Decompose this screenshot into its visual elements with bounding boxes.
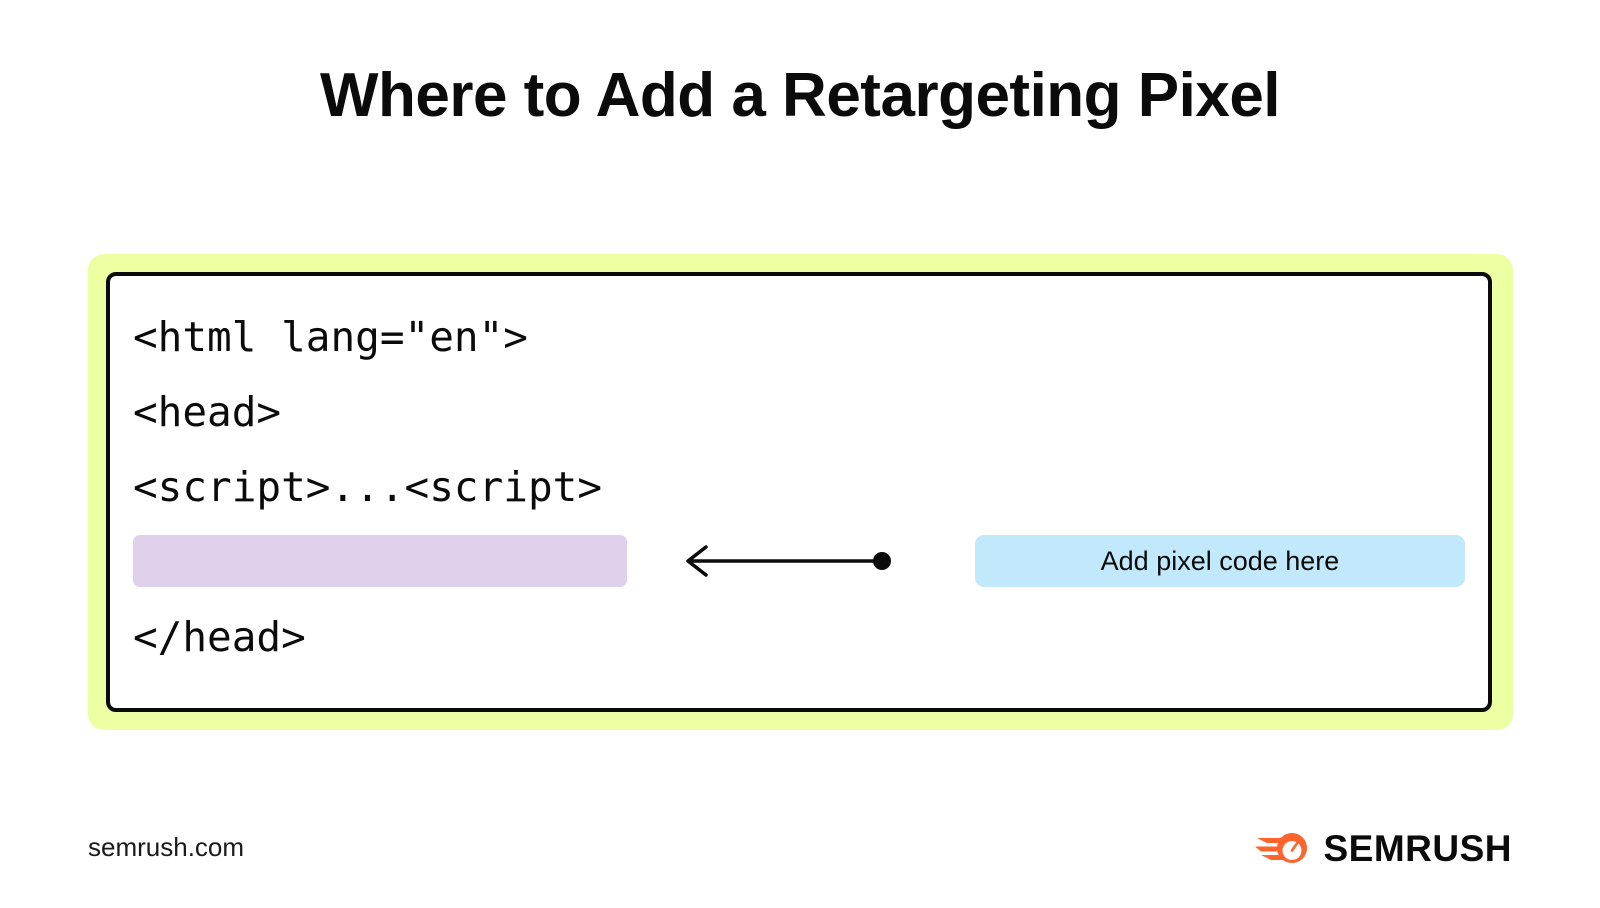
- pointer-arrow-left-icon: [686, 545, 891, 577]
- code-card: [106, 272, 1492, 712]
- callout-add-pixel-code: Add pixel code here: [975, 535, 1465, 587]
- code-snippet: <html lang="en"> <head> <script>...<scri…: [133, 300, 1333, 675]
- pixel-code-placeholder-bar: [133, 535, 627, 587]
- code-line-script: <script>...<script>: [133, 463, 602, 511]
- semrush-comet-logo-icon: [1255, 833, 1308, 863]
- footer-source-url: semrush.com: [88, 832, 245, 862]
- code-line-html-open: <html lang="en">: [133, 313, 528, 361]
- code-line-head-close: </head>: [133, 613, 306, 661]
- page-title: Where to Add a Retargeting Pixel: [319, 61, 1281, 130]
- brand-lockup: SEMRUSH: [1255, 824, 1512, 872]
- semrush-wordmark: SEMRUSH: [1323, 827, 1512, 869]
- callout-label: Add pixel code here: [1100, 545, 1340, 576]
- code-line-head-open: <head>: [133, 388, 282, 436]
